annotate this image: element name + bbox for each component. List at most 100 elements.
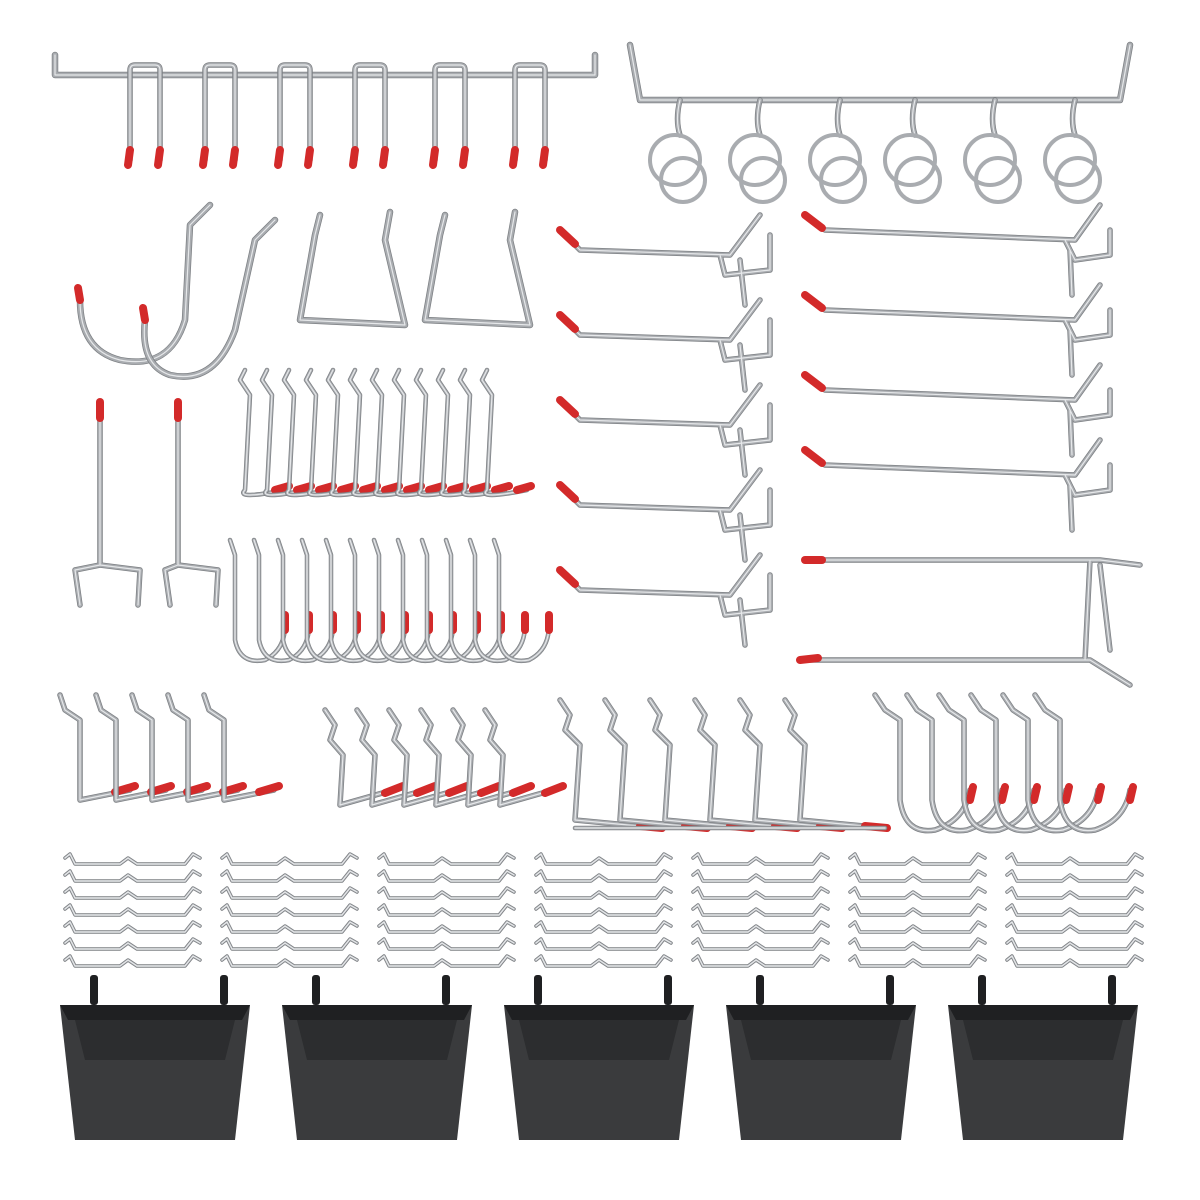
wire-shadow [63,903,202,917]
locking-clip-group [848,852,987,968]
j-hook-bundle [227,537,553,664]
ring [1054,156,1102,204]
vertical-hooks [72,398,221,608]
wire [304,368,353,497]
wire-shadow [277,62,313,163]
wire-shadow [220,954,359,968]
bin-rim [948,1005,1138,1020]
wire [803,363,1112,457]
wire-highlight [64,921,201,933]
double-prong-hook [796,556,1143,688]
wire [278,63,312,162]
wire-shadow [432,62,468,163]
wire-shadow [534,903,673,917]
bin-peg-tab [664,975,672,1005]
ring [728,133,782,187]
red-tip [429,146,439,169]
wire-shadow [848,937,987,951]
wire-shadow [202,62,238,163]
trapezoid-hooks [296,208,534,329]
red-tip [509,782,535,797]
red-tip [413,782,439,797]
red-tip [447,482,469,494]
wire-shadow [534,920,673,934]
wire-highlight [804,284,1111,376]
red-tip [801,446,826,467]
red-tip [1126,783,1137,804]
wire-shadow [1032,692,1133,834]
large-l-hooks [557,697,891,832]
wire-highlight [535,955,672,967]
wire [203,63,237,162]
wire-shadow [162,402,221,608]
red-tip [541,782,567,797]
wire-shadow [220,869,359,883]
wire-highlight [378,853,515,865]
wire [803,438,1112,532]
wire-highlight [371,369,418,496]
wire-highlight [95,694,167,801]
wire-highlight [415,369,462,496]
wire [128,63,162,162]
wire-highlight [604,699,706,829]
ring [819,156,867,204]
wire [738,698,842,830]
bin-rim [282,1005,472,1020]
wire-highlight [535,938,672,950]
wire-highlight [692,955,829,967]
wire-highlight [74,404,141,606]
wire-shadow [691,852,830,866]
wire-shadow [220,937,359,951]
curved-j-hooks [872,692,1137,834]
red-tip [74,284,84,304]
wire-shadow [377,886,516,900]
bin-rim [60,1005,250,1020]
wire-highlight [849,870,986,882]
ring [659,156,707,204]
wire [348,368,397,497]
wire [414,368,463,497]
red-tip [229,146,239,169]
wire-highlight [1006,887,1143,899]
wire-shadow [377,954,516,968]
wire-shadow [63,937,202,951]
wire-shadow [848,954,987,968]
wire-highlight [469,539,526,662]
wire-highlight [64,853,201,865]
wire-shadow [1005,954,1144,968]
wire-shadow [1005,852,1144,866]
wire-highlight [694,699,796,829]
wire-shadow [63,954,202,968]
wire-highlight [424,211,531,326]
red-tip [801,291,826,312]
wire-shadow [802,362,1113,458]
red-tip [425,482,447,494]
wire-shadow [848,903,987,917]
locking-clip-group [534,852,673,968]
wire-highlight [378,938,515,950]
wire-shadow [1005,886,1144,900]
red-tip [513,482,535,494]
wire-highlight [327,369,374,496]
wire [783,698,887,830]
red-tip [445,782,471,797]
wire [392,368,441,497]
wire-shadow [377,869,516,883]
wire-shadow [512,62,548,163]
red-tip [556,226,579,248]
wire [422,209,533,328]
u-hook-rail [51,51,599,169]
bin-peg-tab [442,975,450,1005]
red-tip [403,482,425,494]
wire-highlight [535,870,672,882]
wire-highlight [804,559,1141,686]
wire [282,368,331,497]
wire-highlight [437,369,484,496]
wire [480,368,529,497]
wire-shadow [63,869,202,883]
wire-highlight [64,870,201,882]
wire-highlight [756,99,761,136]
wire-highlight [324,709,401,806]
bin-interior [519,1020,679,1060]
